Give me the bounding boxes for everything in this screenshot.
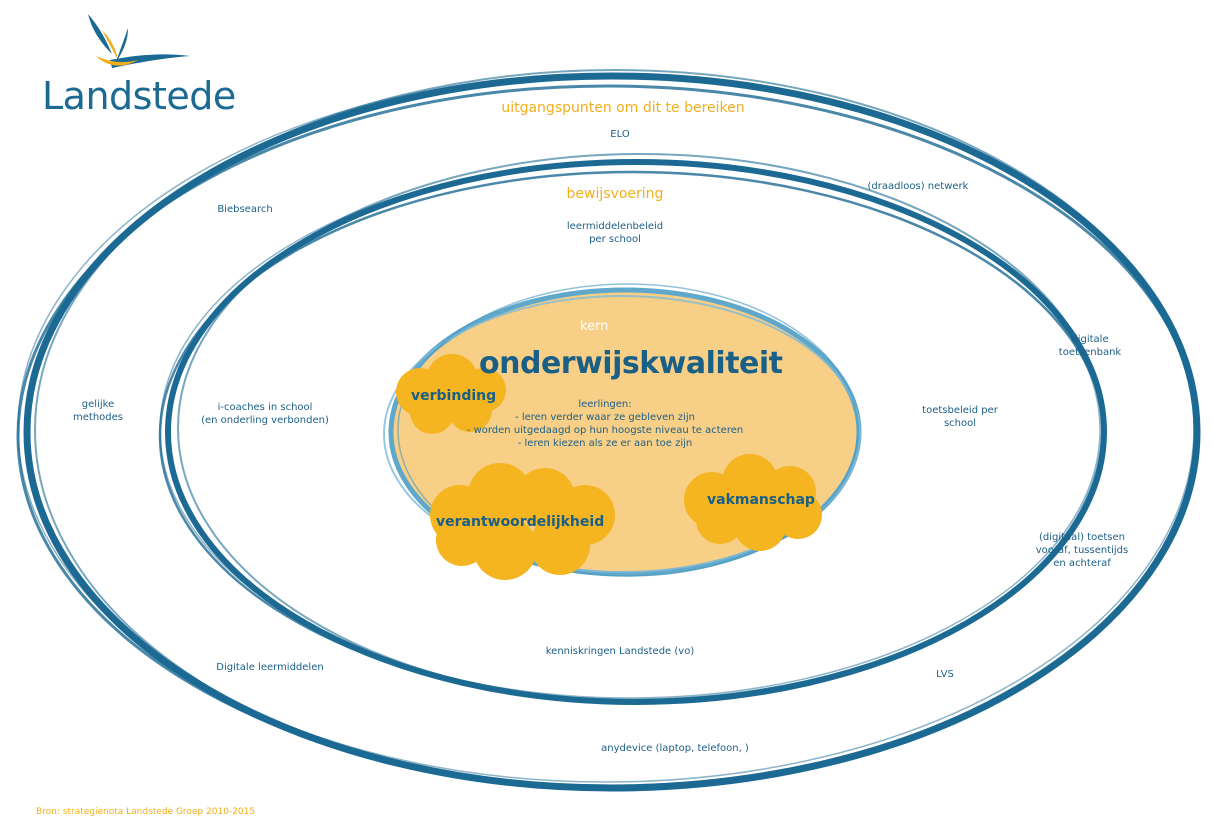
label-toetsenbank: digitale toetsenbank [1058, 334, 1122, 358]
outer-ring-title: uitgangspunten om dit te bereiken [501, 100, 745, 116]
source-note: Bron: strategienota Landstede Groep 2010… [36, 807, 256, 817]
label-biebsearch: Biebsearch [217, 204, 273, 215]
label-lvs: LVS [936, 669, 954, 680]
core-label: kern [580, 319, 609, 334]
label-leermiddelen: Digitale leermiddelen [216, 662, 324, 673]
learners-point: - leren kiezen als ze er aan toe zijn [517, 438, 693, 449]
label-anydevice: anydevice (laptop, telefoon, ) [601, 743, 749, 754]
core-title: onderwijskwaliteit [479, 346, 783, 381]
cloud-verantwoordelijkheid [430, 463, 615, 580]
label-kenniskringen: kenniskringen Landstede (vo) [545, 646, 695, 657]
label-icoaches: i-coaches in school (en onderling verbon… [201, 402, 329, 426]
middle-ring [158, 153, 1107, 705]
cloud-label-vakmanschap: vakmanschap [707, 492, 815, 508]
landstede-bird-icon [88, 14, 190, 68]
cloud-verbinding [396, 354, 506, 434]
logo-text: Landstede [42, 74, 236, 118]
learners-point: - leren verder waar ze gebleven zijn [515, 412, 695, 423]
label-methodes: gelijke methodes [73, 399, 123, 423]
label-leermiddelenbeleid: leermiddelenbeleid per school [566, 221, 664, 245]
cloud-label-verbinding: verbinding [411, 388, 497, 404]
cloud-vakmanschap [684, 454, 822, 551]
label-netwerk: (draadloos) netwerk [867, 181, 969, 192]
middle-ring-title: bewijsvoering [566, 186, 664, 202]
label-elo: ELO [610, 129, 630, 140]
learners-heading: leerlingen: [578, 399, 632, 410]
label-toetsbeleid: toetsbeleid per school [922, 405, 998, 429]
learners-block: leerlingen: - leren verder waar ze geble… [440, 398, 770, 450]
outer-ring [16, 69, 1201, 792]
learners-point: - worden uitgedaagd op hun hoogste nivea… [466, 425, 744, 436]
label-toetsen: (digitaal) toetsen vooraf, tussentijds e… [1035, 532, 1129, 569]
cloud-label-verantwoordelijkheid: verantwoordelijkheid [436, 514, 605, 530]
